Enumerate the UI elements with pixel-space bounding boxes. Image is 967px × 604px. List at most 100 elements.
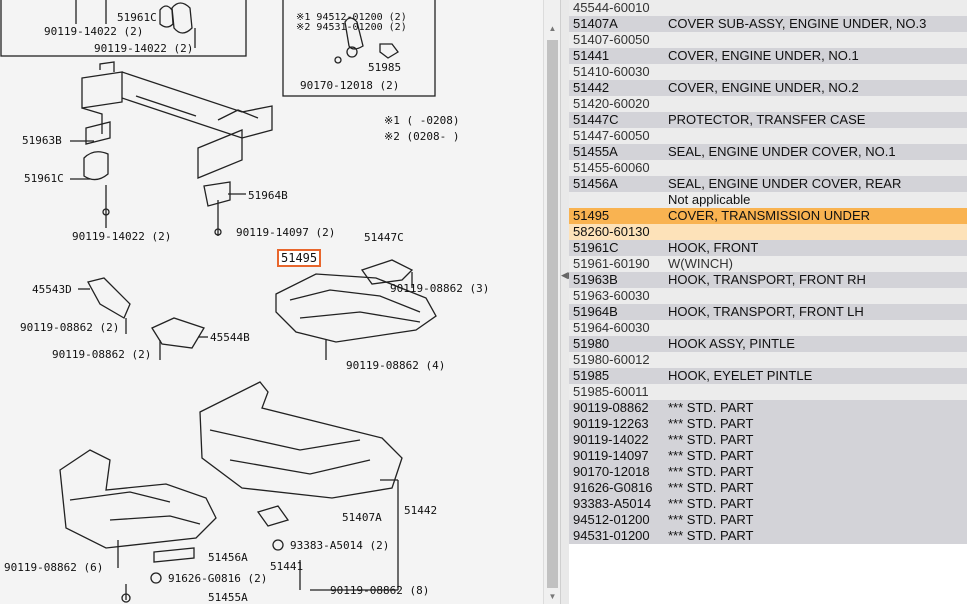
part-description: *** STD. PART bbox=[668, 528, 754, 543]
part-number: 90119-12263 bbox=[573, 416, 649, 431]
parts-row[interactable]: 90119-08862*** STD. PART bbox=[569, 400, 967, 416]
part-number: 51447-60050 bbox=[573, 128, 650, 143]
parts-row[interactable]: 51964-60030 bbox=[569, 320, 967, 336]
parts-row[interactable]: 58260-60130 bbox=[569, 224, 967, 240]
diagram-label[interactable]: 90119-14022 (2) bbox=[94, 42, 194, 55]
parts-row[interactable]: 90170-12018 *** STD. PART bbox=[569, 464, 967, 480]
scroll-up-icon[interactable]: ▲ bbox=[548, 24, 557, 33]
diagram-label[interactable]: 51447C bbox=[364, 231, 404, 244]
scroll-down-icon[interactable]: ▼ bbox=[548, 592, 557, 601]
part-description: COVER, TRANSMISSION UNDER bbox=[668, 208, 871, 223]
parts-row[interactable]: 51963-60030 bbox=[569, 288, 967, 304]
diagram-label[interactable]: 51442 bbox=[404, 504, 438, 517]
parts-row[interactable]: 90119-14022 *** STD. PART bbox=[569, 432, 967, 448]
parts-row[interactable]: 51985 HOOK, EYELET PINTLE bbox=[569, 368, 967, 384]
part-number: 51442 bbox=[573, 80, 610, 95]
diagram-label[interactable]: 90119-14022 (2) bbox=[72, 230, 172, 243]
part-number: 94512-01200 bbox=[573, 512, 650, 527]
diagram-label[interactable]: 90119-08862 (2) bbox=[20, 321, 120, 334]
diagram-label[interactable]: 90170-12018 (2) bbox=[300, 79, 400, 92]
selected-callout[interactable]: 51495 bbox=[277, 249, 322, 267]
diagram-label[interactable]: 90119-08862 (4) bbox=[346, 359, 446, 372]
parts-row[interactable]: 51980-60012 bbox=[569, 352, 967, 368]
part-description: *** STD. PART bbox=[668, 416, 754, 431]
part-number: 91626-G0816 bbox=[573, 480, 653, 495]
diagram-label[interactable]: ※1 94512-01200 (2) bbox=[296, 12, 407, 23]
diagram-label[interactable]: 45544B bbox=[210, 331, 250, 344]
diagram-label[interactable]: 90119-14022 (2) bbox=[44, 25, 144, 38]
parts-row[interactable]: 51407A COVER SUB-ASSY, ENGINE UNDER, NO.3 bbox=[569, 16, 967, 32]
part-number: 51980-60012 bbox=[573, 352, 650, 367]
part-number: 51964-60030 bbox=[573, 320, 650, 335]
parts-row[interactable]: 51447-60050 bbox=[569, 128, 967, 144]
part-number: 51447C bbox=[573, 112, 619, 127]
part-description: HOOK, EYELET PINTLE bbox=[668, 368, 813, 383]
part-number: 51963-60030 bbox=[573, 288, 650, 303]
parts-row[interactable]: 91626-G0816*** STD. PART bbox=[569, 480, 967, 496]
part-number: 45544-60010 bbox=[573, 0, 650, 15]
parts-row[interactable]: 51410-60030 bbox=[569, 64, 967, 80]
diagram-label[interactable]: 51961C bbox=[24, 172, 64, 185]
diagram-label[interactable]: 90119-08862 (3) bbox=[390, 282, 490, 295]
parts-row[interactable]: 90119-14097 *** STD. PART bbox=[569, 448, 967, 464]
diagram-label[interactable]: 91626-G0816 (2) bbox=[168, 572, 268, 585]
part-number: 51980 bbox=[573, 336, 610, 351]
diagram-label[interactable]: 51961C bbox=[117, 11, 157, 24]
diagram-label[interactable]: 51441 bbox=[270, 560, 304, 573]
diagram-label[interactable]: 51407A bbox=[342, 511, 382, 524]
part-number: 51495 bbox=[573, 208, 610, 223]
parts-row[interactable]: 51407-60050 bbox=[569, 32, 967, 48]
part-number: 90119-14097 bbox=[573, 448, 649, 463]
diagram-label[interactable]: ※2 94531-01200 (2) bbox=[296, 22, 407, 33]
part-description: *** STD. PART bbox=[668, 464, 754, 479]
diagram-scrollbar[interactable]: ▲ ▼ bbox=[543, 0, 561, 604]
splitter-grip-icon[interactable]: ◀▶ bbox=[561, 270, 575, 280]
part-number: 51407A bbox=[573, 16, 618, 31]
parts-row[interactable]: Not applicable bbox=[569, 192, 967, 208]
part-description: HOOK ASSY, PINTLE bbox=[668, 336, 795, 351]
part-description: *** STD. PART bbox=[668, 432, 754, 447]
parts-row[interactable]: 45544-60010 bbox=[569, 0, 967, 16]
parts-row[interactable]: 51455-60060 bbox=[569, 160, 967, 176]
part-description: COVER SUB-ASSY, ENGINE UNDER, NO.3 bbox=[668, 16, 927, 31]
diagram-label[interactable]: 90119-08862 (2) bbox=[52, 348, 152, 361]
part-number: 51985 bbox=[573, 368, 610, 383]
part-description: SEAL, ENGINE UNDER COVER, NO.1 bbox=[668, 144, 896, 159]
parts-row-selected[interactable]: 51495 COVER, TRANSMISSION UNDER bbox=[569, 208, 967, 224]
part-description: Not applicable bbox=[668, 192, 751, 207]
parts-row[interactable]: 51420-60020 bbox=[569, 96, 967, 112]
part-number: 90119-14022 bbox=[573, 432, 649, 447]
diagram-label[interactable]: 90119-08862 (6) bbox=[4, 561, 104, 574]
parts-row[interactable]: 93383-A5014*** STD. PART bbox=[569, 496, 967, 512]
parts-row[interactable]: 94531-01200*** STD. PART bbox=[569, 528, 967, 544]
part-description: *** STD. PART bbox=[668, 448, 754, 463]
diagram-label[interactable]: 90119-08862 (8) bbox=[330, 584, 430, 597]
scrollbar-thumb[interactable] bbox=[547, 40, 558, 588]
diagram-label[interactable]: 51455A bbox=[208, 591, 248, 604]
diagram-label[interactable]: 51963B bbox=[22, 134, 62, 147]
parts-row[interactable]: 90119-12263 *** STD. PART bbox=[569, 416, 967, 432]
parts-row[interactable]: 51985-60011 bbox=[569, 384, 967, 400]
parts-row[interactable]: 94512-01200*** STD. PART bbox=[569, 512, 967, 528]
diagram-label[interactable]: 51985 bbox=[368, 61, 402, 74]
parts-diagram[interactable]: 90119-14022 (2) 51961C 90119-14022 (2) ※… bbox=[0, 0, 543, 604]
diagram-label[interactable]: 93383-A5014 (2) bbox=[290, 539, 390, 552]
diagram-note: ※1 ( -0208) bbox=[384, 114, 460, 127]
diagram-label[interactable]: 90119-14097 (2) bbox=[236, 226, 336, 239]
part-number: 51985-60011 bbox=[573, 384, 649, 399]
diagram-label[interactable]: 51964B bbox=[248, 189, 288, 202]
diagram-label[interactable]: 45543D bbox=[32, 283, 72, 296]
part-number: 90170-12018 bbox=[573, 464, 650, 479]
part-description: HOOK, TRANSPORT, FRONT RH bbox=[668, 272, 866, 287]
diagram-label[interactable]: 51456A bbox=[208, 551, 248, 564]
parts-row[interactable]: 51980 HOOK ASSY, PINTLE bbox=[569, 336, 967, 352]
